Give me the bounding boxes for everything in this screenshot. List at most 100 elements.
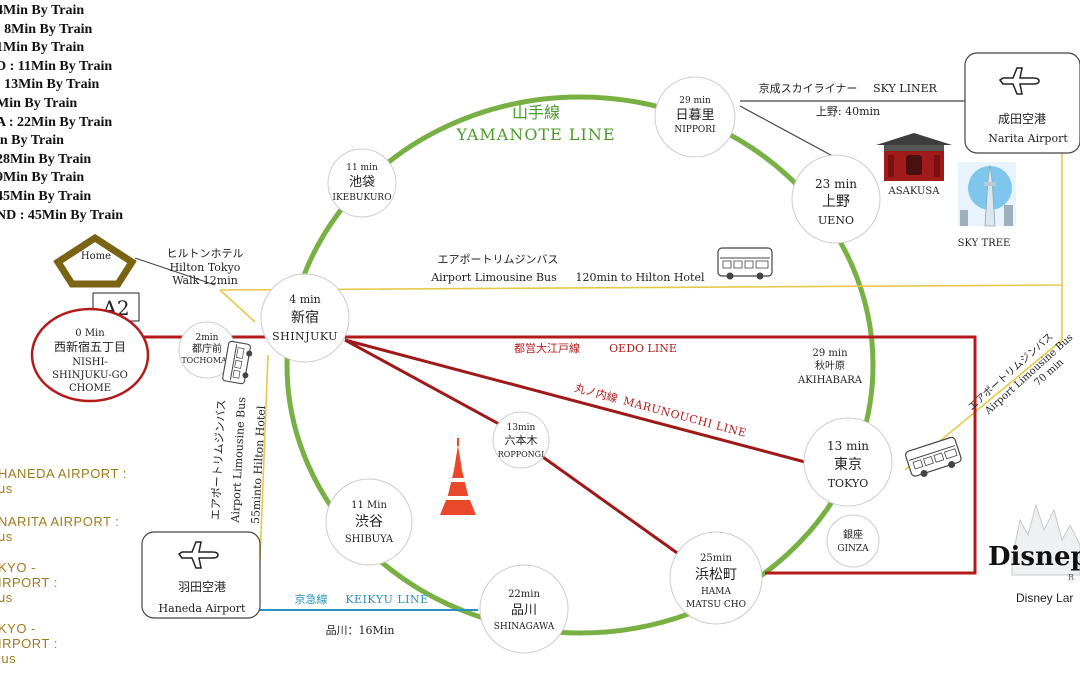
skytree-icon bbox=[958, 162, 1016, 227]
station-ueno: 23 min 上野 UENO bbox=[791, 154, 881, 244]
station-shibuya: 11 Min 渋谷 SHIBUYA bbox=[325, 478, 413, 566]
svg-text:11 min: 11 min bbox=[346, 163, 378, 173]
svg-text:NIPPORI: NIPPORI bbox=[674, 125, 716, 135]
haneda-jp: 羽田空港 bbox=[178, 580, 226, 594]
limousine-left-note: 55minto Hilton Hotel bbox=[249, 405, 268, 524]
svg-text:渋谷: 渋谷 bbox=[355, 514, 383, 530]
list-item: Min By Train bbox=[0, 95, 78, 111]
limousine-top-en: Airport Limousine Bus bbox=[430, 271, 557, 284]
skyliner-jp: 京成スカイライナー bbox=[759, 81, 858, 95]
svg-text:SHIBUYA: SHIBUYA bbox=[345, 534, 394, 545]
list-item: 45Min By Train bbox=[0, 188, 92, 204]
narita-airport-box: 成田空港 Narita Airport bbox=[964, 52, 1080, 154]
svg-text:SHINJUKU-GO: SHINJUKU-GO bbox=[52, 370, 128, 381]
svg-text:11 Min: 11 Min bbox=[351, 500, 387, 511]
svg-text:西新宿五丁目: 西新宿五丁目 bbox=[54, 339, 126, 354]
svg-text:SHINJUKU: SHINJUKU bbox=[272, 330, 338, 343]
svg-text:25min: 25min bbox=[700, 553, 732, 564]
svg-text:UENO: UENO bbox=[818, 214, 854, 227]
list-item: D : 11Min By Train bbox=[0, 58, 113, 74]
station-tochomae: 2min 都庁前 TOCHOMAE bbox=[178, 321, 236, 379]
svg-text:浜松町: 浜松町 bbox=[695, 567, 737, 583]
svg-text:MATSU CHO: MATSU CHO bbox=[686, 600, 746, 610]
home-label: Home bbox=[81, 251, 111, 262]
station-tokyo: 13 min 東京 TOKYO bbox=[803, 417, 893, 507]
limousine-left-jp: エアポートリムジンバス bbox=[209, 399, 228, 521]
svg-text:上野: 上野 bbox=[822, 194, 850, 210]
asakusa-gate-icon bbox=[876, 133, 952, 181]
airplane-icon bbox=[998, 67, 1040, 95]
svg-text:13 min: 13 min bbox=[827, 439, 869, 453]
asakusa-label: ASAKUSA bbox=[888, 186, 941, 197]
oedo-line-jp: 都営大江戸線 bbox=[514, 341, 580, 355]
svg-text:CHOME: CHOME bbox=[69, 383, 111, 394]
list-item: in By Train bbox=[0, 133, 64, 149]
svg-text:IKEBUKURO: IKEBUKURO bbox=[332, 193, 391, 203]
station-hamamatsucho: 25min 浜松町 HAMA MATSU CHO bbox=[669, 531, 763, 625]
airport-note-narita: NARITA AIRPORT : us bbox=[0, 514, 120, 544]
bus-icon bbox=[222, 340, 253, 385]
svg-text:NISHI-: NISHI- bbox=[72, 357, 108, 368]
skytree-label: SKY TREE bbox=[958, 238, 1011, 249]
svg-text:4 min: 4 min bbox=[289, 293, 321, 306]
airport-note-3: KYO - IRPORT : us bbox=[0, 560, 58, 605]
list-item: 9Min By Train bbox=[0, 170, 85, 186]
haneda-airport-box: 羽田空港 Haneda Airport bbox=[141, 531, 261, 619]
svg-text:ROPPONGI: ROPPONGI bbox=[498, 450, 544, 459]
list-item: 28Min By Train bbox=[0, 151, 92, 167]
disney-logo: Disnepl R bbox=[988, 503, 1080, 582]
hilton-en: Hilton Tokyo bbox=[170, 261, 241, 274]
yamanote-label-jp: 山手線 bbox=[512, 103, 560, 122]
marunouchi-line bbox=[344, 338, 806, 557]
svg-text:23 min: 23 min bbox=[815, 177, 857, 191]
airport-note-4: KYO - IRPORT : lus bbox=[0, 621, 58, 666]
haneda-en: Haneda Airport bbox=[159, 602, 246, 615]
list-item: 1Min By Train bbox=[0, 40, 85, 56]
station-akihabara: 29 min 秋叶原 AKIHABARA bbox=[797, 348, 863, 386]
skyliner-en: SKY LINER bbox=[873, 82, 938, 95]
svg-text:SHINAGAWA: SHINAGAWA bbox=[494, 622, 555, 632]
svg-text:日暮里: 日暮里 bbox=[675, 108, 714, 123]
narita-jp: 成田空港 bbox=[998, 112, 1046, 126]
keikyu-line-jp: 京急線 bbox=[295, 592, 328, 606]
narita-en: Narita Airport bbox=[988, 132, 1068, 145]
svg-text:22min: 22min bbox=[508, 589, 540, 600]
airport-notes: HANEDA AIRPORT : us NARITA AIRPORT : us … bbox=[0, 466, 127, 684]
list-item: A : 22Min By Train bbox=[0, 114, 113, 130]
svg-text:銀座: 銀座 bbox=[843, 528, 863, 541]
station-nippori: 29 min 日暮里 NIPPORI bbox=[654, 76, 736, 158]
hilton-jp: ヒルトンホテル bbox=[167, 247, 244, 260]
limousine-top-note: 120min to Hilton Hotel bbox=[576, 271, 705, 284]
bus-icon bbox=[905, 436, 962, 477]
svg-text:都庁前: 都庁前 bbox=[192, 342, 222, 355]
list-item: ND : 45Min By Train bbox=[0, 207, 124, 223]
svg-text:29 min: 29 min bbox=[812, 348, 848, 359]
oedo-line-en: OEDO LINE bbox=[609, 342, 677, 355]
list-item: 4Min By Train bbox=[0, 3, 85, 18]
disney-caption: Disney Lar bbox=[1016, 591, 1073, 605]
station-shinagawa: 22min 品川 SHINAGAWA bbox=[479, 564, 569, 654]
limousine-right-en: Airport Limousine Bus bbox=[982, 332, 1075, 417]
svg-text:六本木: 六本木 bbox=[505, 433, 538, 447]
hilton-walk: Walk 12min bbox=[172, 274, 238, 287]
svg-text:HAMA: HAMA bbox=[701, 587, 732, 597]
list-item: : 8Min By Train bbox=[0, 21, 93, 37]
svg-text:2min: 2min bbox=[196, 333, 219, 343]
svg-text:AKIHABARA: AKIHABARA bbox=[797, 375, 863, 386]
limousine-top-jp: エアポートリムジンバス bbox=[438, 253, 559, 266]
keikyu-line-en: KEIKYU LINE bbox=[345, 593, 428, 606]
home-icon bbox=[53, 233, 137, 288]
skyliner-line bbox=[739, 100, 965, 161]
svg-text:東京: 東京 bbox=[834, 457, 862, 473]
svg-text:13min: 13min bbox=[507, 423, 536, 433]
oedo-line bbox=[140, 335, 977, 575]
airplane-icon bbox=[177, 541, 219, 569]
hilton-pointer-line bbox=[134, 257, 216, 286]
bus-icon bbox=[717, 247, 773, 280]
svg-text:品川: 品川 bbox=[511, 603, 537, 618]
svg-text:29 min: 29 min bbox=[679, 96, 711, 106]
disney-logo-sub: R bbox=[1068, 573, 1075, 582]
station-ginza: 銀座 GINZA bbox=[826, 514, 880, 568]
station-ikebukuro: 11 min 池袋 IKEBUKURO bbox=[327, 148, 397, 218]
